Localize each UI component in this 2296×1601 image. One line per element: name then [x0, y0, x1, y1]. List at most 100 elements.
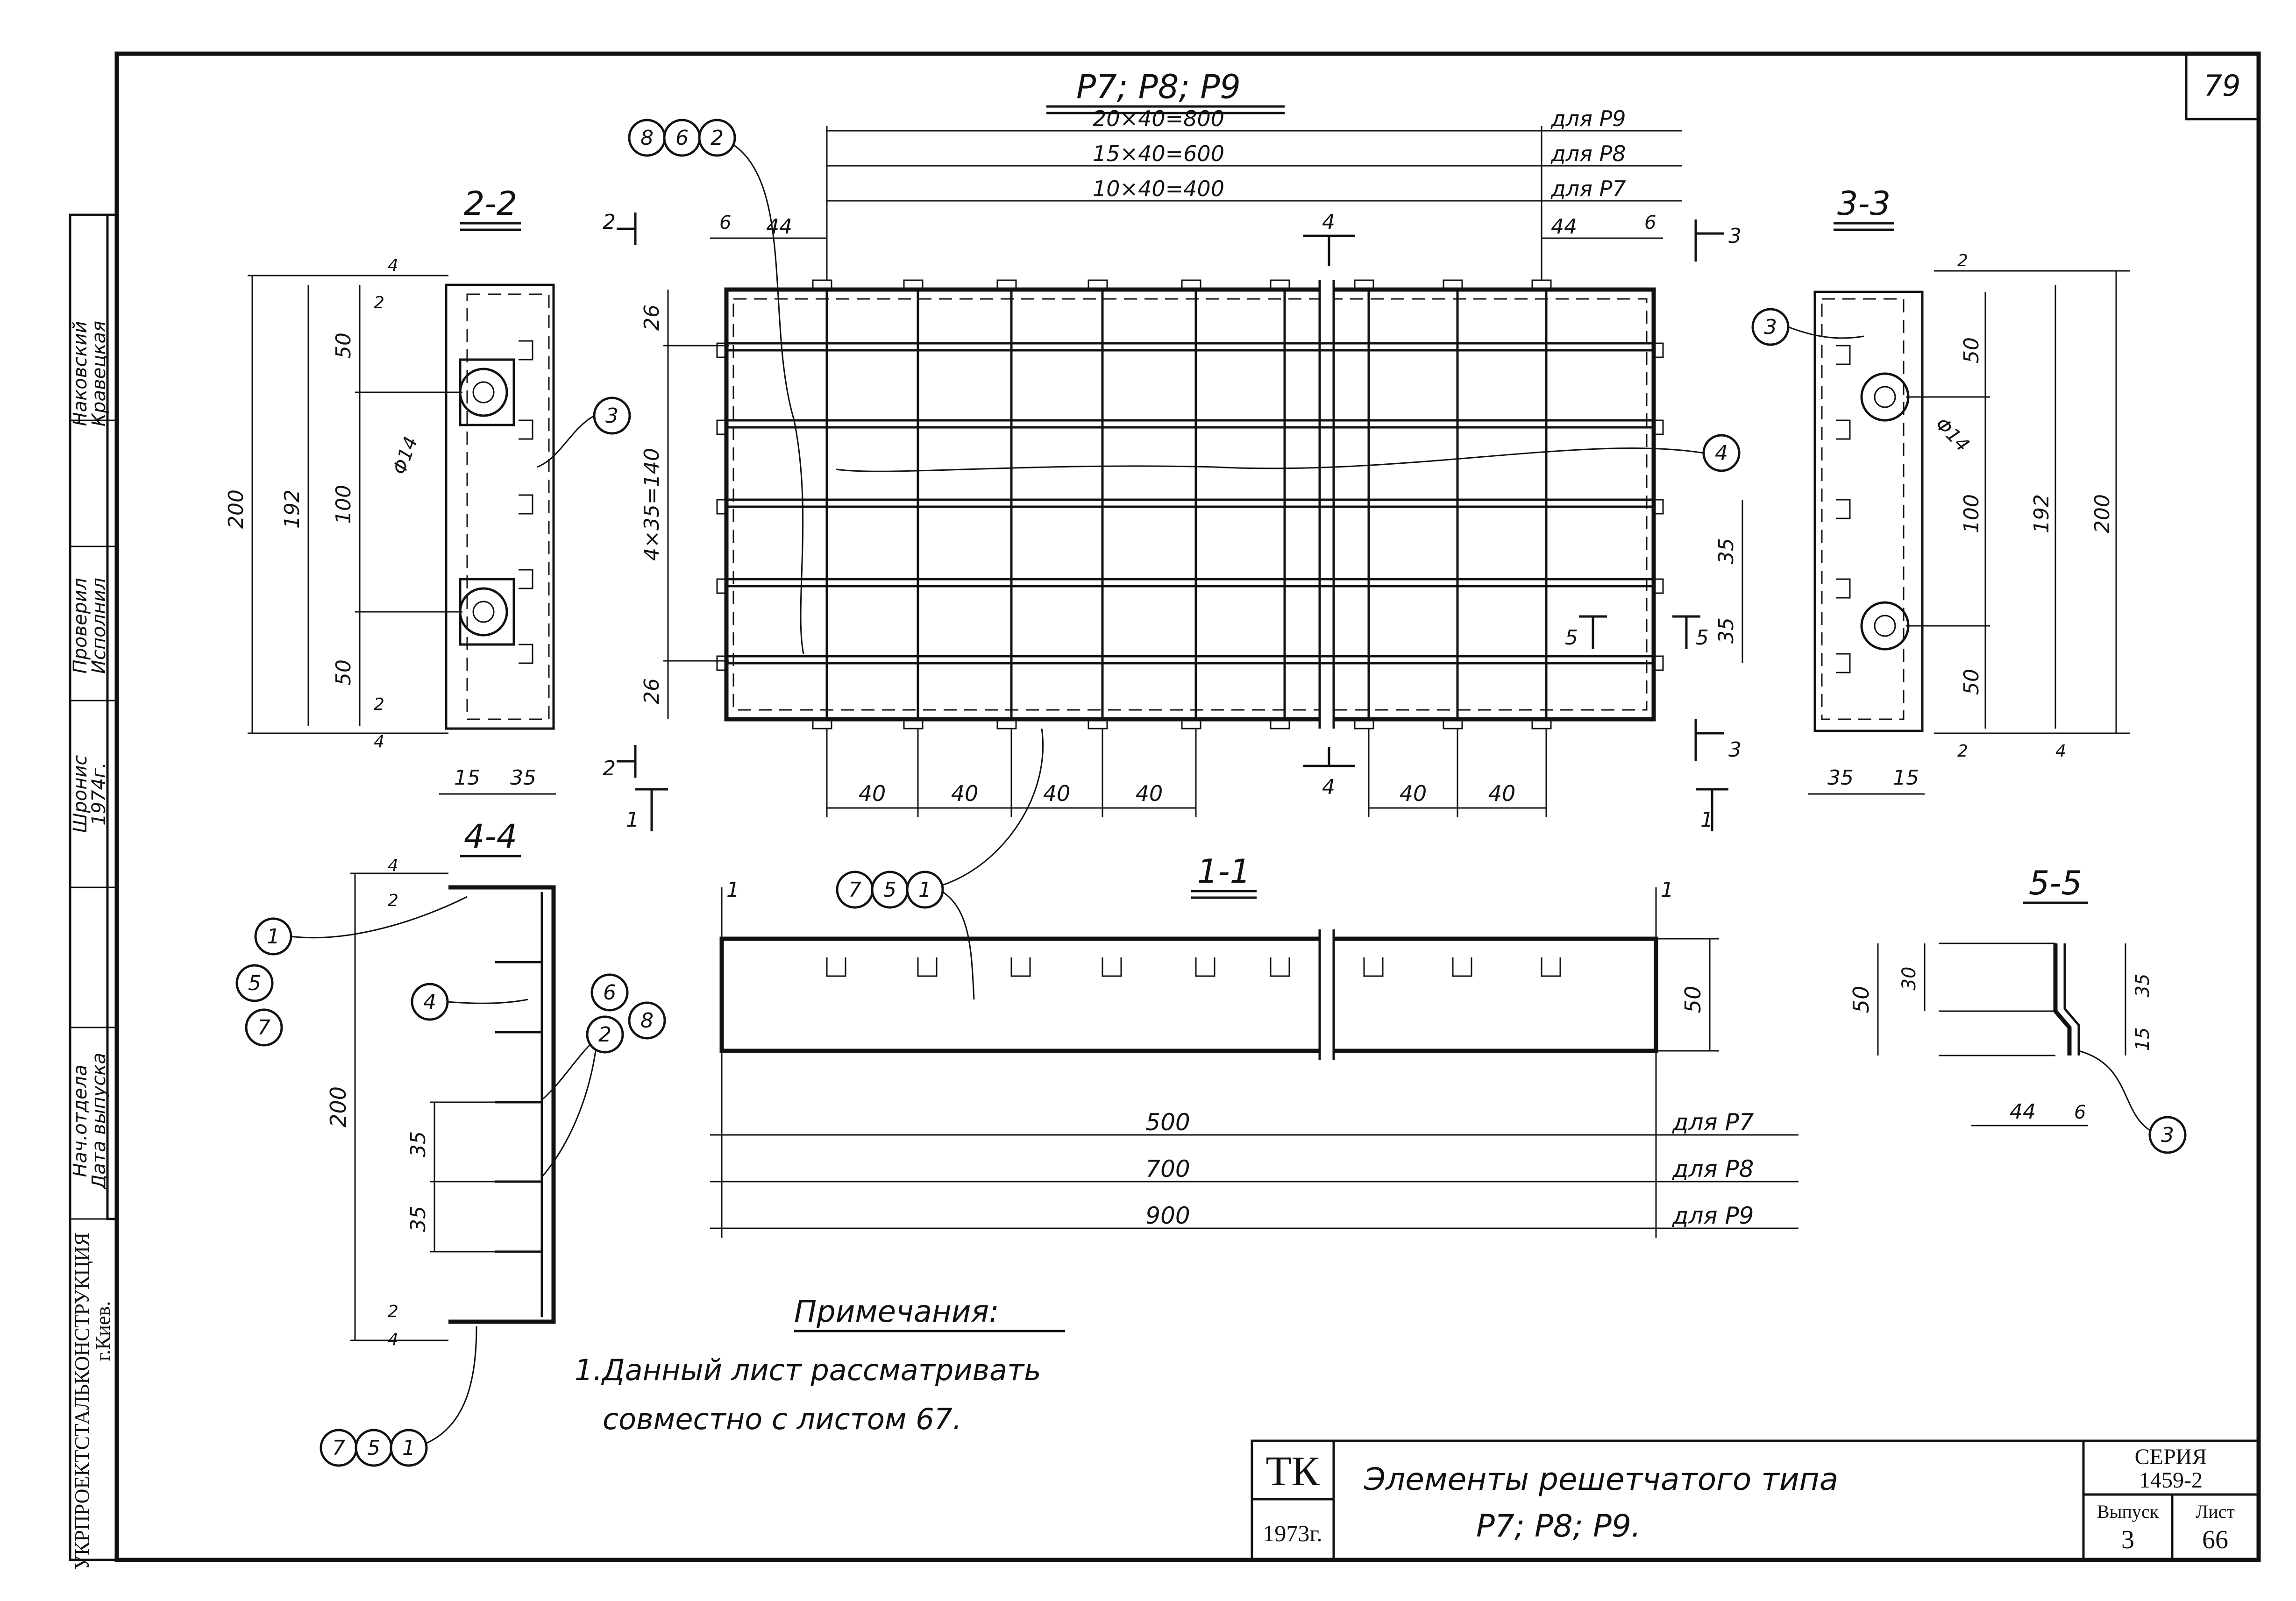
view-2-2: 2-2 200 192 50 100 50 Φ14 2 4 2 4 15 35 — [224, 184, 631, 795]
view-5-5: 5-5 50 30 35 15 44 6 3 — [1848, 864, 2187, 1154]
dim-700: 700 — [1145, 1155, 1190, 1183]
callout-group-7-5-1-main: 7 5 1 — [836, 728, 1044, 1000]
tb-sheet-label: Лист — [2196, 1501, 2235, 1522]
svg-text:1: 1 — [1661, 878, 1674, 902]
tb-sheet-value: 66 — [2202, 1525, 2228, 1554]
dim-40-b: 40 — [951, 781, 979, 806]
section-mark-1-bot-right — [1696, 788, 1728, 831]
dim-30-5-5: 30 — [1898, 967, 1920, 991]
svg-text:1: 1 — [267, 925, 280, 949]
section-mark-5-right — [1672, 615, 1700, 649]
dim-p9-top: 20×40=800 — [1093, 106, 1224, 131]
label-for-p9-bot: для Р9 — [1672, 1202, 1754, 1229]
dim-4-4-4-top: 4 — [388, 856, 398, 875]
section-mark-3-top — [1694, 220, 1724, 262]
dim-6-right: 6 — [1644, 212, 1656, 234]
section-mark-2-top — [617, 213, 637, 245]
svg-text:2: 2 — [598, 1023, 611, 1047]
dim-26-top: 26 — [640, 305, 664, 331]
callout-4-section-4-4: 4 — [411, 983, 528, 1021]
view-4-4: 4-4 200 35 35 4 2 2 4 1 5 7 4 — [235, 817, 666, 1467]
svg-text:1: 1 — [726, 878, 739, 902]
tb-issue-value: 3 — [2121, 1525, 2134, 1554]
svg-text:3: 3 — [2161, 1123, 2174, 1147]
dim-15-2-2: 15 — [454, 766, 480, 790]
label-for-p7-bot: для Р7 — [1672, 1109, 1754, 1136]
dim-4-top-left: 4 — [388, 256, 398, 275]
dim-50-top-left: 50 — [332, 333, 355, 359]
svg-text:3: 3 — [1728, 738, 1742, 762]
sheet-number-box: 79 — [2185, 52, 2260, 120]
svg-text:5: 5 — [1565, 626, 1578, 650]
dim-50-top-right: 50 — [1960, 337, 1983, 363]
tb-logo: ТК — [1265, 1448, 1320, 1495]
svg-text:2: 2 — [603, 757, 616, 780]
svg-text:1: 1 — [1700, 808, 1713, 832]
svg-text:6: 6 — [675, 126, 689, 150]
notes: Примечания: 1.Данный лист рассматривать … — [575, 1295, 1065, 1436]
view-title-2-2: 2-2 — [464, 184, 517, 223]
view-title-5-5: 5-5 — [2029, 864, 2082, 902]
stamp-date-label: Дата выпуска — [88, 1053, 110, 1190]
svg-text:3: 3 — [605, 404, 618, 428]
dim-100-left: 100 — [332, 485, 355, 524]
svg-text:4: 4 — [1715, 441, 1728, 465]
dim-35-4-4-b: 35 — [406, 1206, 430, 1232]
dim-4x35: 4×35=140 — [640, 448, 664, 561]
dim-2-4-4-top: 2 — [388, 891, 398, 910]
main-title: Р7; Р8; Р9 — [1076, 68, 1241, 106]
section-mark-5-left — [1579, 615, 1607, 649]
svg-text:5: 5 — [1696, 626, 1709, 650]
view-title-1-1: 1-1 — [1197, 852, 1251, 891]
section-mark-2-bot — [617, 745, 637, 778]
svg-text:1: 1 — [918, 878, 931, 902]
dim-2-top-right: 2 — [1957, 251, 1968, 270]
stamp-city: г.Киев. — [92, 1301, 114, 1361]
notes-line1: 1.Данный лист рассматривать — [575, 1353, 1041, 1387]
stamp-date-value: 1974г. — [88, 762, 110, 826]
tb-series-label: СЕРИЯ — [2135, 1445, 2207, 1469]
callout-3-right: 3 — [1751, 308, 1864, 346]
tb-title-line1: Элементы решетчатого типа — [1364, 1461, 1838, 1497]
svg-text:4: 4 — [1322, 210, 1335, 234]
view-1-1: 1-1 1 1 50 500 700 900 для Р7 для Р8 для… — [710, 852, 1798, 1238]
dim-900: 900 — [1145, 1202, 1190, 1229]
dim-35-4-4-a: 35 — [406, 1131, 430, 1157]
svg-text:3: 3 — [1728, 224, 1742, 248]
dim-40-d: 40 — [1136, 781, 1163, 806]
dim-2-top-left: 2 — [374, 293, 384, 312]
svg-text:6: 6 — [603, 981, 616, 1005]
tb-series-value: 1459-2 — [2139, 1468, 2203, 1493]
dim-500: 500 — [1145, 1109, 1190, 1136]
dim-4-bot-right: 4 — [2055, 742, 2066, 761]
section-mark-4-top — [1303, 234, 1355, 266]
svg-text:1: 1 — [402, 1436, 415, 1460]
label-for-p9-top: для Р9 — [1550, 106, 1626, 131]
svg-text:8: 8 — [640, 126, 654, 150]
dim-50-1-1: 50 — [1680, 986, 1706, 1013]
stamp-role4: Исполнил — [88, 578, 110, 674]
dim-40-f: 40 — [1488, 781, 1516, 806]
dim-p7-top: 10×40=400 — [1093, 176, 1224, 201]
dim-6-left: 6 — [719, 212, 731, 234]
svg-text:5: 5 — [248, 971, 261, 995]
svg-text:2: 2 — [603, 210, 616, 234]
label-for-p8-bot: для Р8 — [1672, 1155, 1754, 1183]
svg-text:1: 1 — [626, 808, 639, 832]
view-3-3: 3-3 50 100 50 192 200 Φ14 2 2 4 35 15 3 — [1751, 184, 2130, 795]
label-for-p8-top: для Р8 — [1550, 141, 1626, 166]
label-for-p7-top: для Р7 — [1550, 176, 1626, 201]
dim-4-bot-left: 4 — [374, 732, 384, 751]
dim-40-c: 40 — [1043, 781, 1071, 806]
dim-35-2-2: 35 — [510, 766, 536, 790]
svg-text:5: 5 — [367, 1436, 380, 1460]
stamp-name2: Кравецкая — [88, 321, 110, 426]
dim-35-3-3: 35 — [1827, 766, 1854, 790]
dim-200-4-4: 200 — [326, 1086, 351, 1127]
dim-40-a: 40 — [859, 781, 886, 806]
svg-text:7: 7 — [848, 878, 861, 902]
dim-200-left: 200 — [224, 489, 248, 529]
notes-line2: совместно с листом 67. — [603, 1402, 962, 1436]
dim-15-5-5: 15 — [2132, 1027, 2154, 1051]
